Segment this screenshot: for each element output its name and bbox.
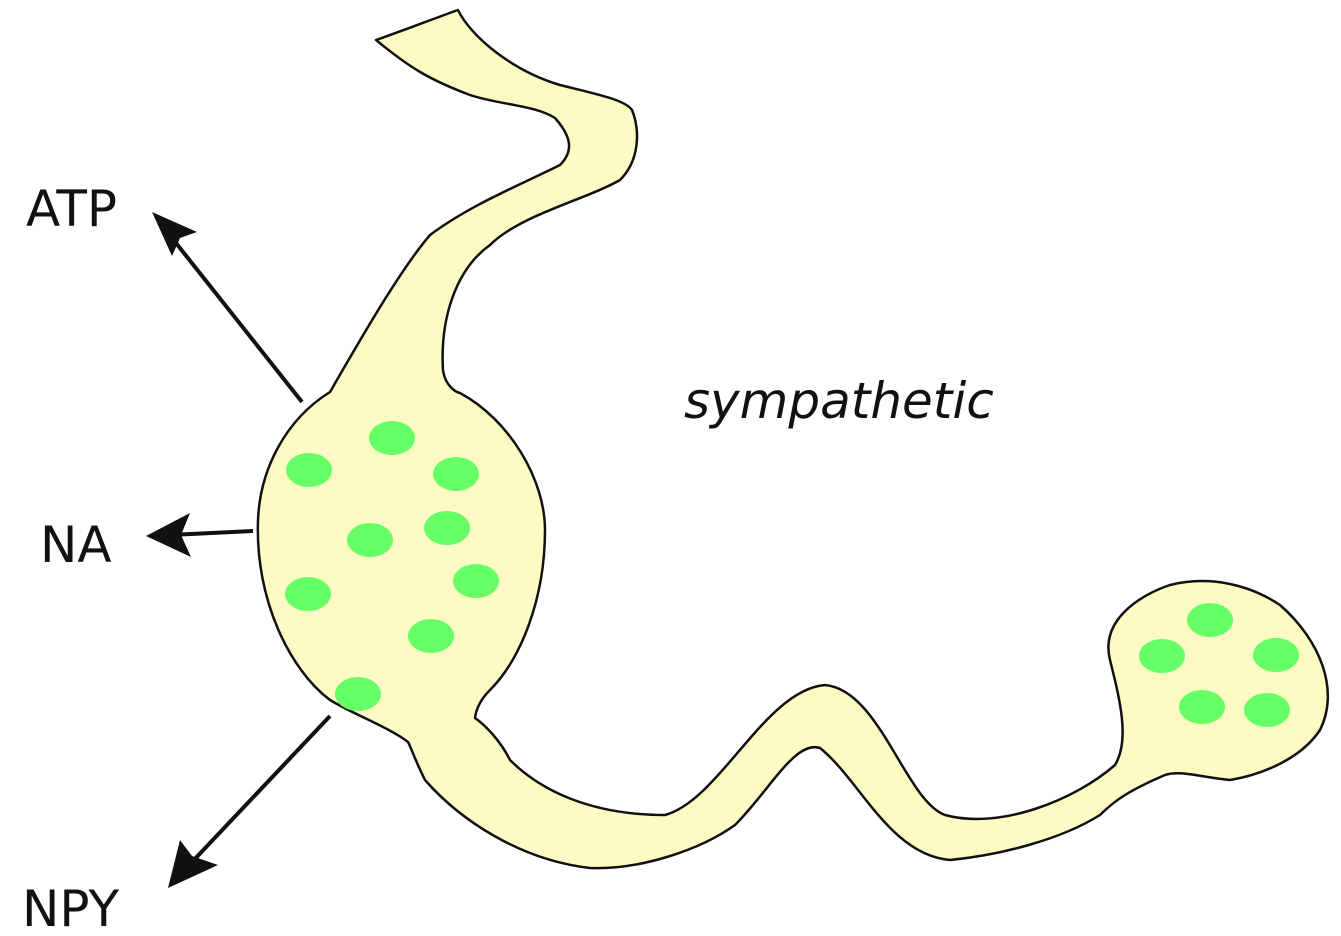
atp-label: ATP	[26, 180, 117, 238]
vesicle	[1139, 639, 1185, 673]
vesicle	[408, 619, 454, 653]
vesicle	[424, 511, 470, 545]
npy-arrow	[168, 716, 330, 888]
vesicle	[1179, 690, 1225, 724]
vesicle	[1253, 638, 1299, 672]
vesicle	[453, 564, 499, 598]
vesicle	[1244, 693, 1290, 727]
na-label: NA	[40, 516, 112, 574]
atp-arrow	[152, 212, 302, 402]
vesicle	[369, 421, 415, 455]
npy-label: NPY	[22, 880, 119, 936]
vesicle	[335, 677, 381, 711]
vesicle	[1187, 603, 1233, 637]
vesicle	[433, 457, 479, 491]
na-arrow	[146, 513, 253, 557]
vesicle	[286, 453, 332, 487]
neuron-outline	[258, 10, 1328, 868]
vesicle	[285, 577, 331, 611]
vesicle	[347, 523, 393, 557]
sympathetic-label: sympathetic	[684, 372, 994, 430]
